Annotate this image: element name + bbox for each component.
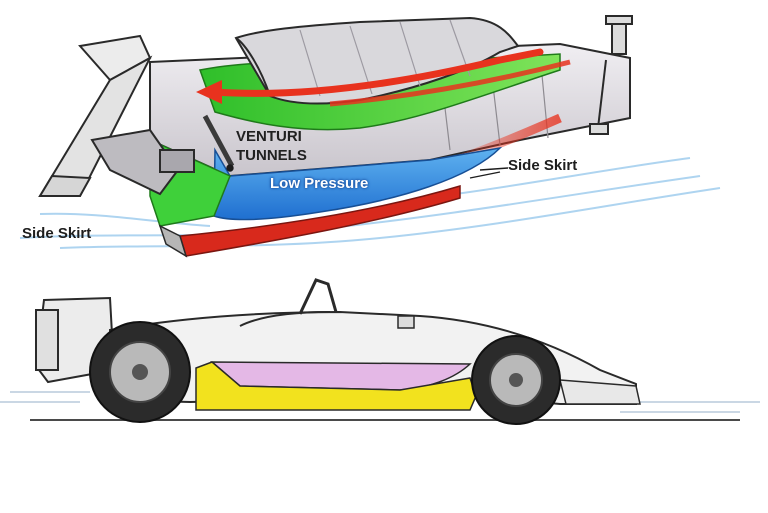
front-wing-side <box>559 379 641 405</box>
front-post <box>589 15 633 135</box>
low-pressure-zone <box>213 146 503 221</box>
gearbox <box>90 114 235 196</box>
roll-hoop <box>239 278 338 327</box>
floor-yellow <box>195 361 477 411</box>
speed-lines <box>0 391 760 413</box>
venturi-label-line1: VENTURI <box>236 128 302 145</box>
engine-cover <box>234 16 520 105</box>
side-profile-car <box>0 278 760 425</box>
side-skirt-label-left: Side Skirt <box>22 225 92 242</box>
side-skirt-label-right: Side Skirt <box>508 157 578 174</box>
leader-lines <box>226 164 509 179</box>
rear-wheel <box>89 321 191 423</box>
venturi-label-line2: TUNNELS <box>236 147 307 164</box>
front-wheel <box>471 335 561 425</box>
side-skirt-red <box>179 184 461 257</box>
low-pressure-label: Low Pressure <box>270 175 369 192</box>
mirror <box>397 315 415 329</box>
cutaway-diagram <box>19 15 721 258</box>
venturi-tunnels-label: VENTURI TUNNELS <box>236 127 307 165</box>
rear-wing <box>38 34 153 197</box>
